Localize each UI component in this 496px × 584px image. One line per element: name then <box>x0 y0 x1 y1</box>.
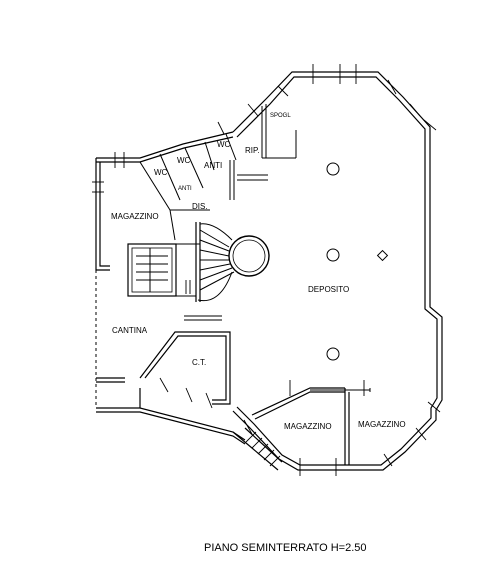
exterior-stair <box>232 427 283 471</box>
room-label-spogl: SPOGL <box>270 113 291 119</box>
room-label-deposito: DEPOSITO <box>308 285 349 294</box>
plan-title: PIANO SEMINTERRATO H=2.50 <box>204 542 367 554</box>
service-wing <box>96 104 297 211</box>
room-label-anti-1: ANTI <box>178 186 192 192</box>
room-label-dis: DIS. <box>192 202 208 211</box>
room-label-magazzino-left: MAGAZZINO <box>111 212 159 221</box>
pillar-marker <box>376 249 389 262</box>
room-label-ct: C.T. <box>192 358 206 367</box>
room-label-wc-1: WC <box>154 168 168 177</box>
room-label-wc-3: WC <box>217 140 231 149</box>
room-label-rip: RIP. <box>245 146 260 155</box>
spiral-stair <box>195 222 270 302</box>
opening-marks <box>92 64 441 476</box>
room-label-wc-2: WC <box>177 156 191 165</box>
room-label-cantina: CANTINA <box>112 326 148 335</box>
outer-perimeter <box>232 71 443 471</box>
room-label-anti-2: ANTI <box>204 161 222 170</box>
column-middle <box>326 248 340 262</box>
column-bottom <box>326 347 340 361</box>
columns <box>326 162 389 361</box>
room-label-magazzino-bottom-2: MAGAZZINO <box>358 420 406 429</box>
room-label-magazzino-bottom-1: MAGAZZINO <box>284 422 332 431</box>
stairwell <box>127 243 200 297</box>
bottom-partitions <box>251 387 371 465</box>
left-block <box>95 158 246 445</box>
column-top <box>326 162 340 176</box>
ct-room <box>139 315 231 405</box>
